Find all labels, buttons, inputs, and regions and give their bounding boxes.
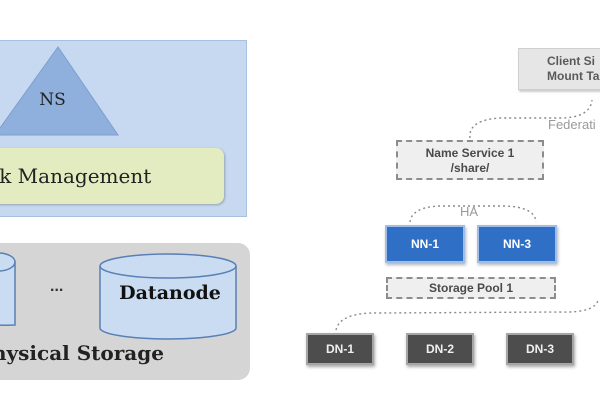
datanode-dn-1: DN-1 <box>306 333 374 365</box>
namespace-triangle <box>0 46 119 136</box>
client-line1: Client Si <box>547 54 596 68</box>
ha-label: HA <box>460 204 479 219</box>
storage-ellipsis: ... <box>50 278 64 295</box>
federation-label: Federati <box>548 117 596 132</box>
name-service-path: /share/ <box>450 161 490 175</box>
storage-pool-box: Storage Pool 1 <box>386 277 556 299</box>
namespace-label: NS <box>39 90 66 110</box>
namenode-nn-3: NN-3 <box>477 225 557 263</box>
ha-arc <box>409 205 537 223</box>
datanode-arc <box>335 299 599 331</box>
datanode-cylinder <box>99 253 237 340</box>
datanode-dn-2: DN-2 <box>406 333 474 365</box>
datanode-dn-3: DN-3 <box>506 333 574 365</box>
client-mount-box: Client Si Mount Ta <box>518 48 600 90</box>
name-service-title: Name Service 1 <box>425 146 515 160</box>
datanode-label: Datanode <box>119 282 221 304</box>
physical-storage-label: hysical Storage <box>0 341 164 365</box>
client-line2: Mount Ta <box>547 69 600 83</box>
datanode-cylinder-partial <box>0 252 16 326</box>
federation-arc <box>469 99 593 139</box>
name-service-box: Name Service 1 /share/ <box>396 140 544 180</box>
block-management-box: ck Management <box>0 148 224 204</box>
block-management-label: ck Management <box>0 164 152 188</box>
namenode-nn-1: NN-1 <box>385 225 465 263</box>
